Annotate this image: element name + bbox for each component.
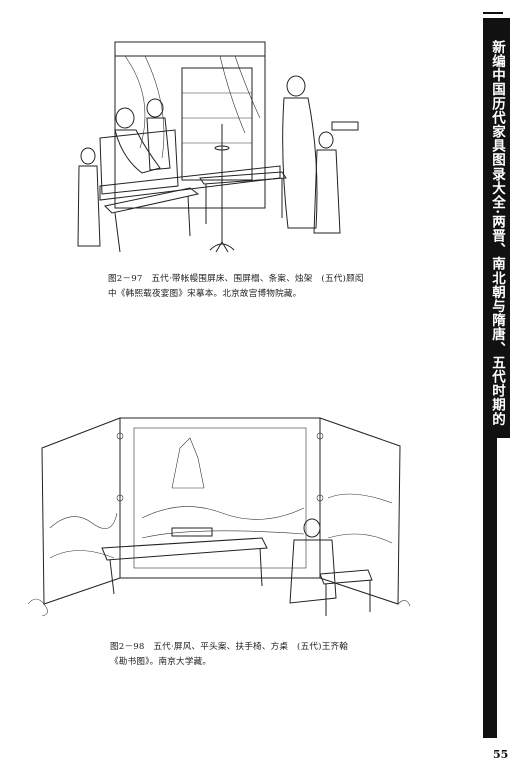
sidebar-rule <box>483 12 503 14</box>
book-title-sidebar: 新编中国历代家具图录大全·两晋、南北朝与隋唐、五代时期的家具 <box>462 0 510 768</box>
figure-2-97-illustration <box>70 38 370 260</box>
figure-2-98-caption: 图2－98 五代·屏风、平头案、扶手椅、方桌 (五代)王齐翰《勘书图》。南京大学… <box>110 642 349 667</box>
figure-2-97-caption: 图2－97 五代·带帐幔围屏床、围屏榻、条案、烛架 (五代)顾闳中《韩熙载夜宴图… <box>108 274 364 299</box>
figure-2-98-illustration <box>22 408 412 624</box>
sidebar-lower-strip <box>483 438 497 738</box>
book-series-title: 新编中国历代家具图录大全·两晋、南北朝与隋唐、五代时期的家具 <box>462 40 505 426</box>
page-number: 55 <box>493 748 509 761</box>
sidebar-title-bar: 新编中国历代家具图录大全·两晋、南北朝与隋唐、五代时期的家具 <box>462 18 510 438</box>
